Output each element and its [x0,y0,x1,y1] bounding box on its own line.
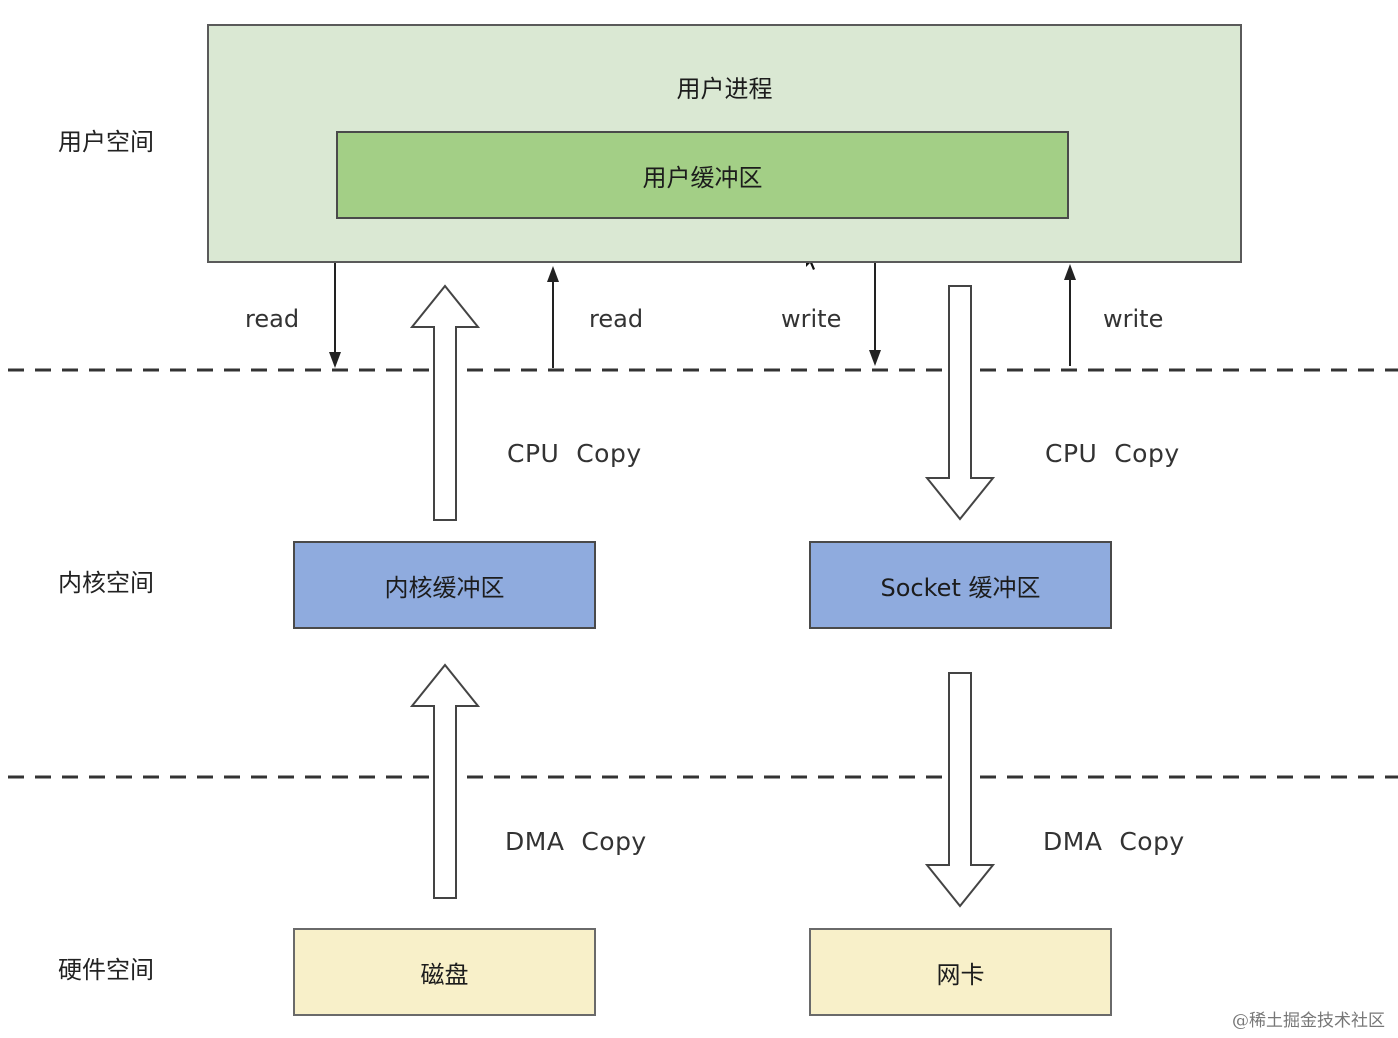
write-call-label: write [781,305,842,333]
nic-box: 网卡 [809,928,1112,1016]
nic-label: 网卡 [936,960,985,989]
read-return-label: read [589,305,644,333]
user-buffer-box: 用户缓冲区 [336,131,1069,219]
cpu-copy-down-arrow [924,285,996,521]
socket-buffer-label: Socket 缓冲区 [880,573,1041,602]
kernel-buffer-box: 内核缓冲区 [293,541,596,629]
cpu-copy-in-label: CPU Copy [507,439,642,468]
user-process-title: 用户进程 [676,75,773,103]
user-buffer-label: 用户缓冲区 [642,163,763,192]
dma-copy-out-label: DMA Copy [1043,827,1185,856]
kernel-buffer-label: 内核缓冲区 [384,573,505,602]
write-call-arrow [869,263,881,366]
zone-label-hardware-space: 硬件空间 [58,956,154,984]
dma-copy-in-label: DMA Copy [505,827,647,856]
write-return-arrow [1064,264,1076,366]
zone-label-kernel-space: 内核空间 [58,569,154,597]
zone-label-user-space: 用户空间 [58,128,154,156]
dma-copy-down-arrow [924,672,996,908]
dma-copy-up-arrow [409,663,481,899]
cpu-copy-up-arrow [409,284,481,521]
disk-box: 磁盘 [293,928,596,1016]
cpu-copy-out-label: CPU Copy [1045,439,1180,468]
socket-buffer-box: Socket 缓冲区 [809,541,1112,629]
read-return-arrow [547,266,559,368]
read-call-label: read [245,305,300,333]
disk-label: 磁盘 [420,960,469,989]
source-credit: @稀土掘金技术社区 [1232,1011,1385,1031]
write-return-label: write [1103,305,1164,333]
read-call-arrow [329,263,341,368]
